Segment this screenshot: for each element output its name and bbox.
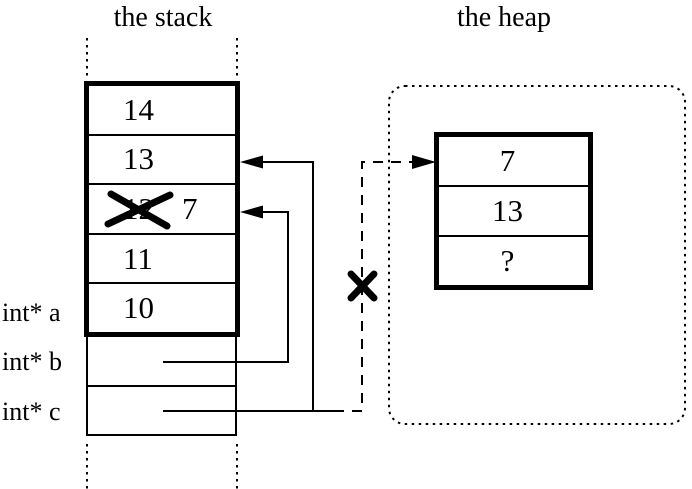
heap-title: the heap [456,2,552,33]
pointer-b-cell [88,337,235,387]
pointer-label-b: int* b [2,347,62,376]
pointer-label-c: int* c [2,397,61,426]
stack-title: the stack [113,2,213,33]
stack-cell-value: 10 [123,290,154,326]
arrow-left-icon [240,155,263,169]
heap-cell-7: 7 [439,137,588,187]
replacement-value: 7 [182,190,198,226]
stack-cell-10: 10 [89,284,235,332]
pointer-c-line-vertical [263,161,314,411]
heap-cell-value: 7 [499,143,516,178]
stack-cell-overwritten: 12 7 [89,185,235,235]
heap-cell-value: ? [500,243,515,278]
pointer-label-a: int* a [2,298,61,327]
heap-memory-box: 7 13 ? [434,132,593,290]
arrow-left-icon [240,205,263,219]
stack-cell-14: 14 [89,86,235,136]
stack-cell-value: 14 [123,91,154,127]
heap-cell-13: 13 [439,187,588,237]
heap-cell-unknown: ? [439,237,588,285]
stack-memory-box: 14 13 12 7 11 10 [84,81,240,337]
dangling-pointer-dashed-line [334,161,412,412]
stack-cell-value: 13 [123,141,154,177]
stack-cell-11: 11 [89,234,235,285]
stack-pointer-cells [86,337,237,436]
stack-cell-value: 11 [123,240,153,276]
arrow-right-icon [412,155,436,169]
invalid-pointer-x-icon [347,270,378,302]
crossed-out-value: 12 [123,190,154,226]
stack-cell-13: 13 [89,135,235,186]
heap-cell-value: 13 [492,193,523,228]
pointer-c-cell [88,387,235,435]
